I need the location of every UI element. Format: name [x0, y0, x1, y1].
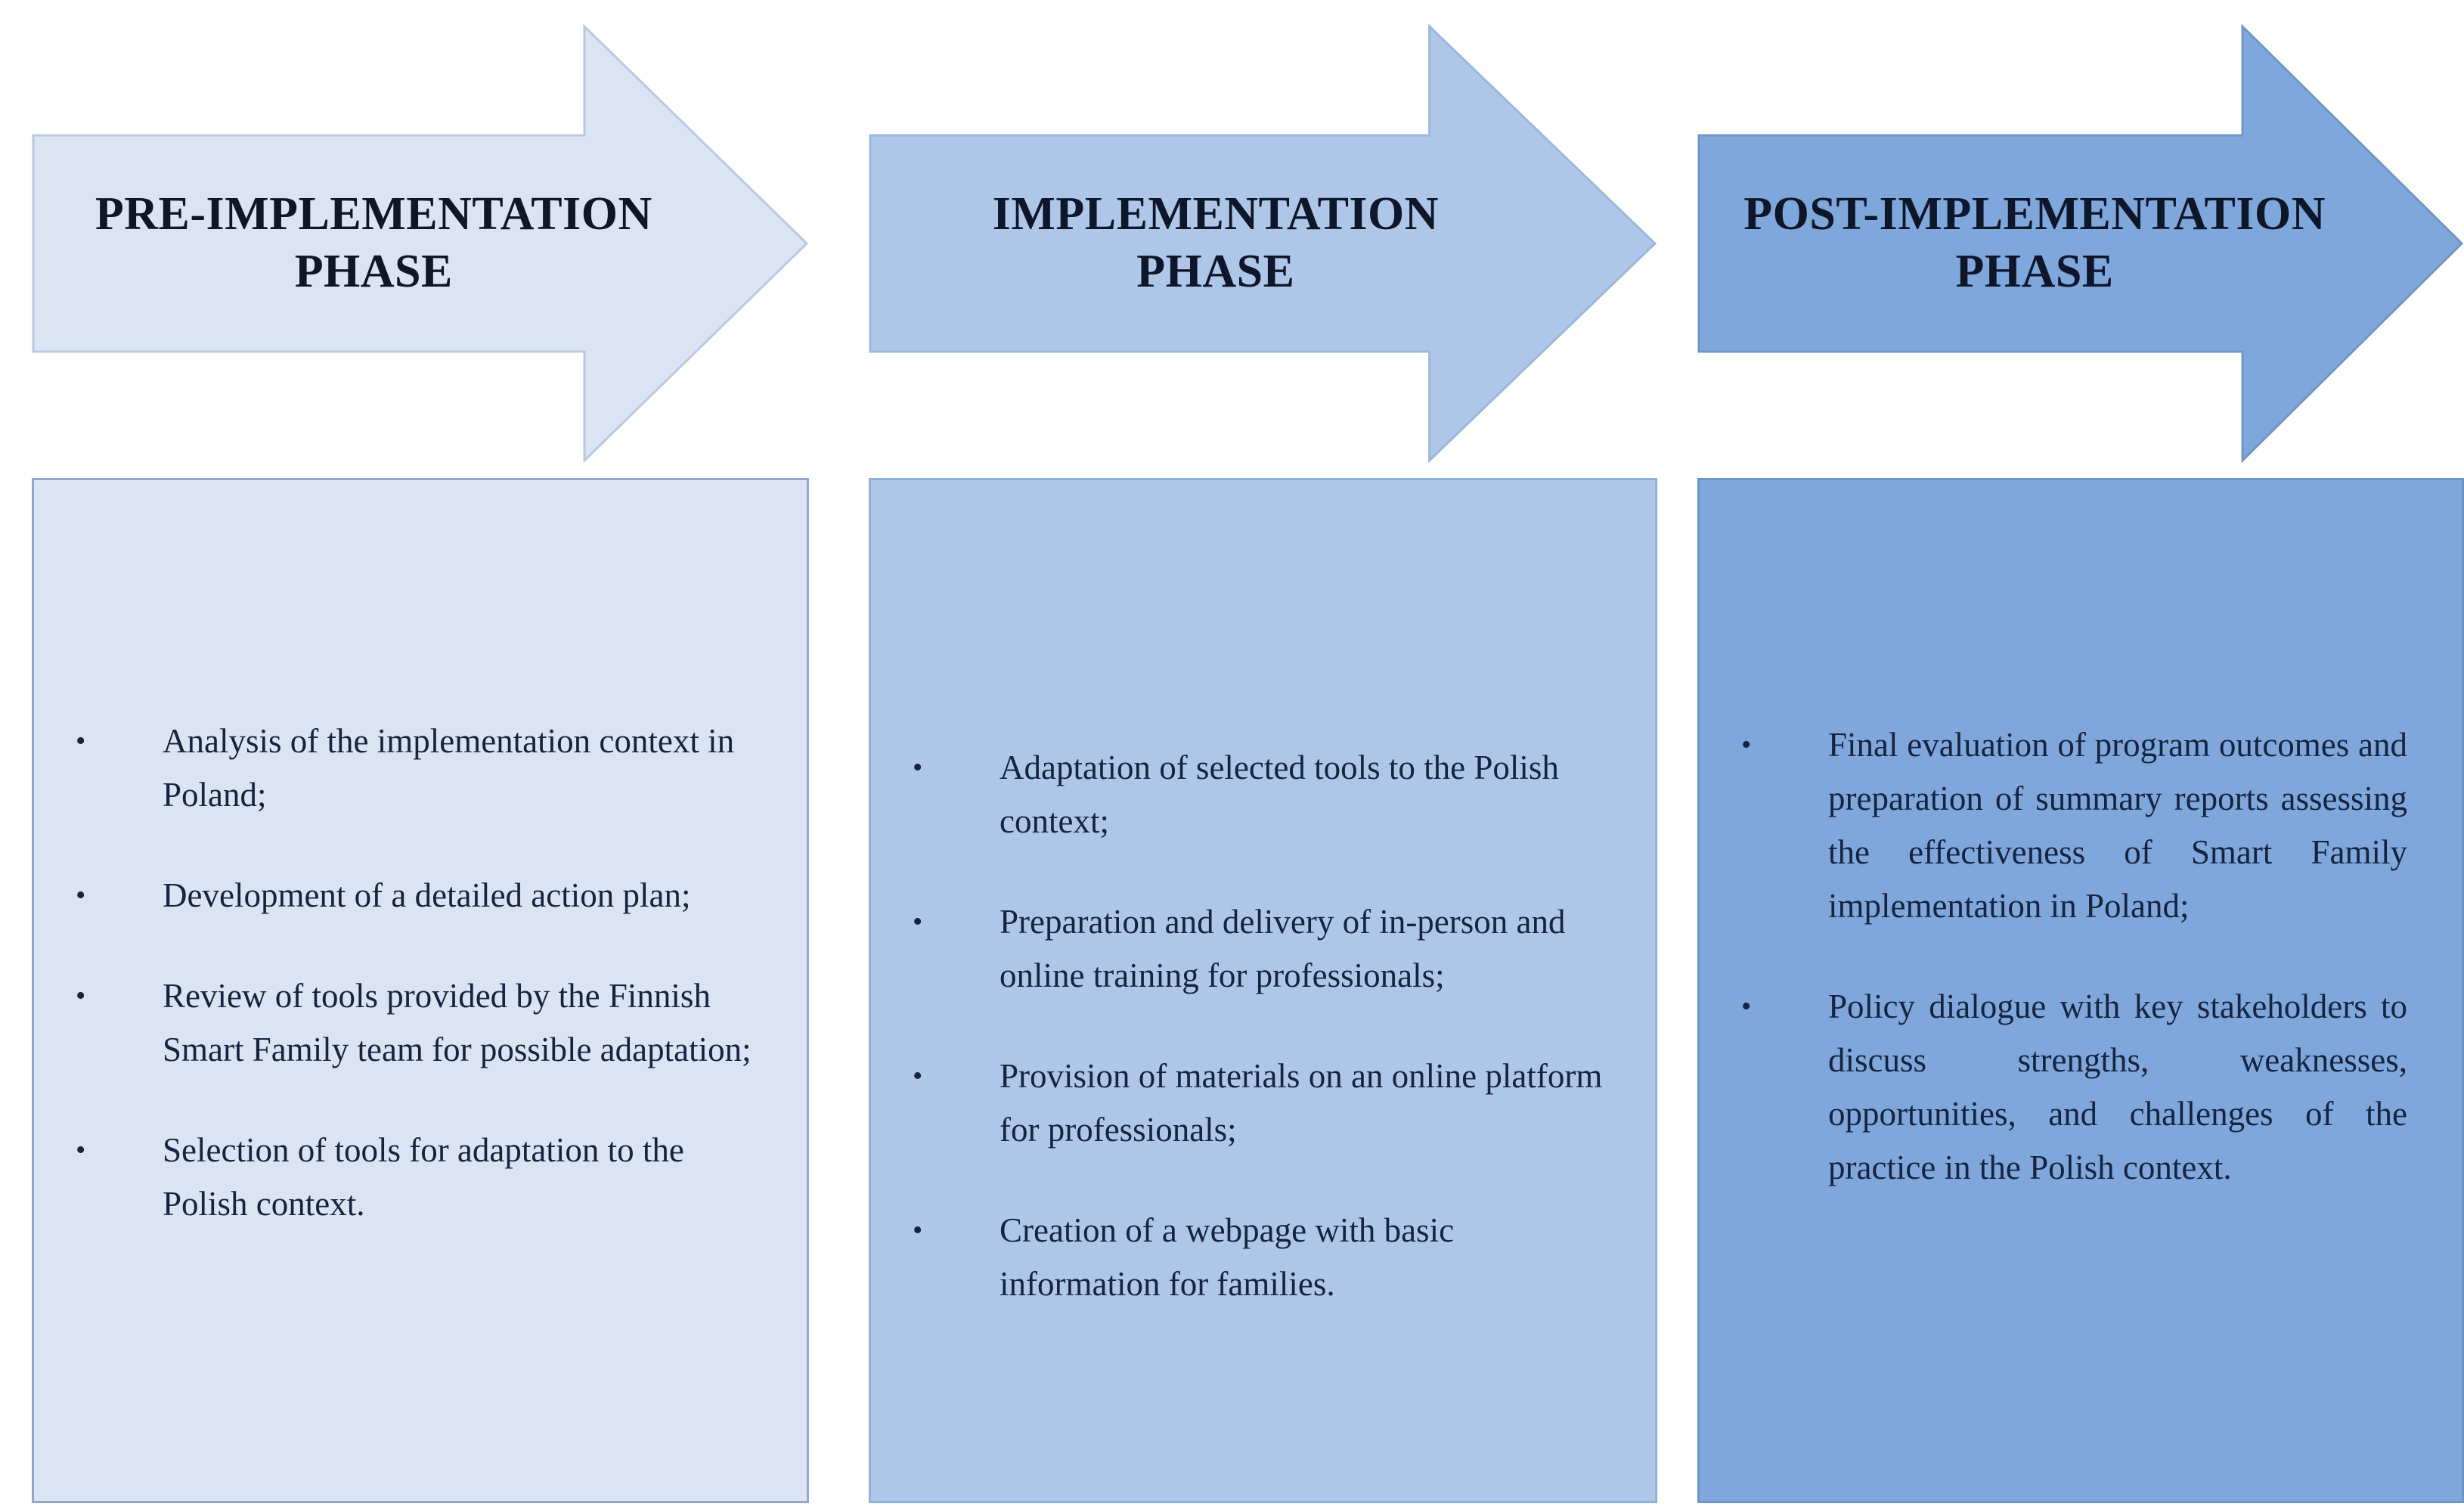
phase2-label-line2: PHASE: [1136, 246, 1295, 297]
list-item-text: Analysis of the implementation context i…: [163, 722, 735, 814]
phase3-box: • Final evaluation of program outcomes a…: [1697, 478, 2464, 1503]
phase2-label-line1: IMPLEMENTATION: [992, 188, 1440, 240]
bullet-icon: •: [76, 980, 86, 1012]
phase3-label-line2: PHASE: [1955, 246, 2114, 297]
bullet-icon: •: [913, 906, 923, 938]
list-item: • Development of a detailed action plan;: [34, 869, 752, 922]
phase2-column: IMPLEMENTATION PHASE • Adaptation of sel…: [869, 0, 1657, 1510]
bullet-icon: •: [76, 725, 86, 757]
phase2-box: • Adaptation of selected tools to the Po…: [869, 478, 1657, 1503]
phase1-label-line1: PRE-IMPLEMENTATION: [95, 188, 652, 240]
list-item: • Selection of tools for adaptation to t…: [34, 1124, 752, 1231]
phase1-column: PRE-IMPLEMENTATION PHASE • Analysis of t…: [32, 0, 809, 1510]
phase1-label-line2: PHASE: [294, 246, 453, 297]
bullet-icon: •: [913, 752, 923, 783]
phase1-arrow: PRE-IMPLEMENTATION PHASE: [32, 24, 809, 463]
bullet-icon: •: [1741, 991, 1752, 1022]
arrow-polygon: [869, 24, 1657, 463]
phase3-column: POST-IMPLEMENTATION PHASE • Final evalua…: [1697, 0, 2464, 1510]
phase2-bullet-list: • Adaptation of selected tools to the Po…: [871, 480, 1655, 1311]
list-item-text: Adaptation of selected tools to the Poli…: [1000, 749, 1559, 840]
phase2-label: IMPLEMENTATION PHASE: [900, 135, 1531, 352]
list-item-text: Preparation and delivery of in-person an…: [1000, 903, 1566, 994]
list-item-text: Provision of materials on an online plat…: [1000, 1057, 1603, 1149]
right-arrow-shape-icon: [32, 24, 809, 463]
list-item-text: Final evaluation of program outcomes and…: [1828, 726, 2407, 925]
list-item-text: Development of a detailed action plan;: [163, 876, 691, 914]
list-item-text: Selection of tools for adaptation to the…: [163, 1131, 684, 1223]
phase2-arrow: IMPLEMENTATION PHASE: [869, 24, 1657, 463]
right-arrow-shape-icon: [1697, 24, 2464, 463]
bullet-icon: •: [913, 1060, 923, 1092]
list-item-text: Review of tools provided by the Finnish …: [163, 977, 752, 1068]
arrow-polygon: [1697, 24, 2464, 463]
list-item-text: Creation of a webpage with basic informa…: [1000, 1211, 1455, 1303]
phase1-box: • Analysis of the implementation context…: [32, 478, 809, 1503]
phase1-bullet-list: • Analysis of the implementation context…: [34, 480, 807, 1231]
list-item: • Analysis of the implementation context…: [34, 715, 752, 822]
list-item: • Creation of a webpage with basic infor…: [871, 1204, 1613, 1311]
list-item: • Review of tools provided by the Finnis…: [34, 969, 752, 1077]
list-item: • Final evaluation of program outcomes a…: [1700, 718, 2407, 933]
right-arrow-shape-icon: [869, 24, 1657, 463]
list-item: • Adaptation of selected tools to the Po…: [871, 741, 1613, 848]
phase3-label: POST-IMPLEMENTATION PHASE: [1728, 135, 2342, 352]
bullet-icon: •: [1741, 729, 1752, 761]
list-item: • Provision of materials on an online pl…: [871, 1050, 1613, 1157]
phase3-arrow: POST-IMPLEMENTATION PHASE: [1697, 24, 2464, 463]
phase3-label-line1: POST-IMPLEMENTATION: [1743, 188, 2326, 240]
phase1-label: PRE-IMPLEMENTATION PHASE: [63, 135, 684, 352]
list-item: • Preparation and delivery of in-person …: [871, 895, 1613, 1003]
bullet-icon: •: [913, 1214, 923, 1246]
bullet-icon: •: [76, 1134, 86, 1166]
list-item: • Policy dialogue with key stakeholders …: [1700, 980, 2407, 1195]
phase3-bullet-list: • Final evaluation of program outcomes a…: [1700, 480, 2462, 1195]
list-item-text: Policy dialogue with key stakeholders to…: [1828, 988, 2407, 1186]
bullet-icon: •: [76, 879, 86, 911]
arrow-polygon: [32, 24, 809, 463]
